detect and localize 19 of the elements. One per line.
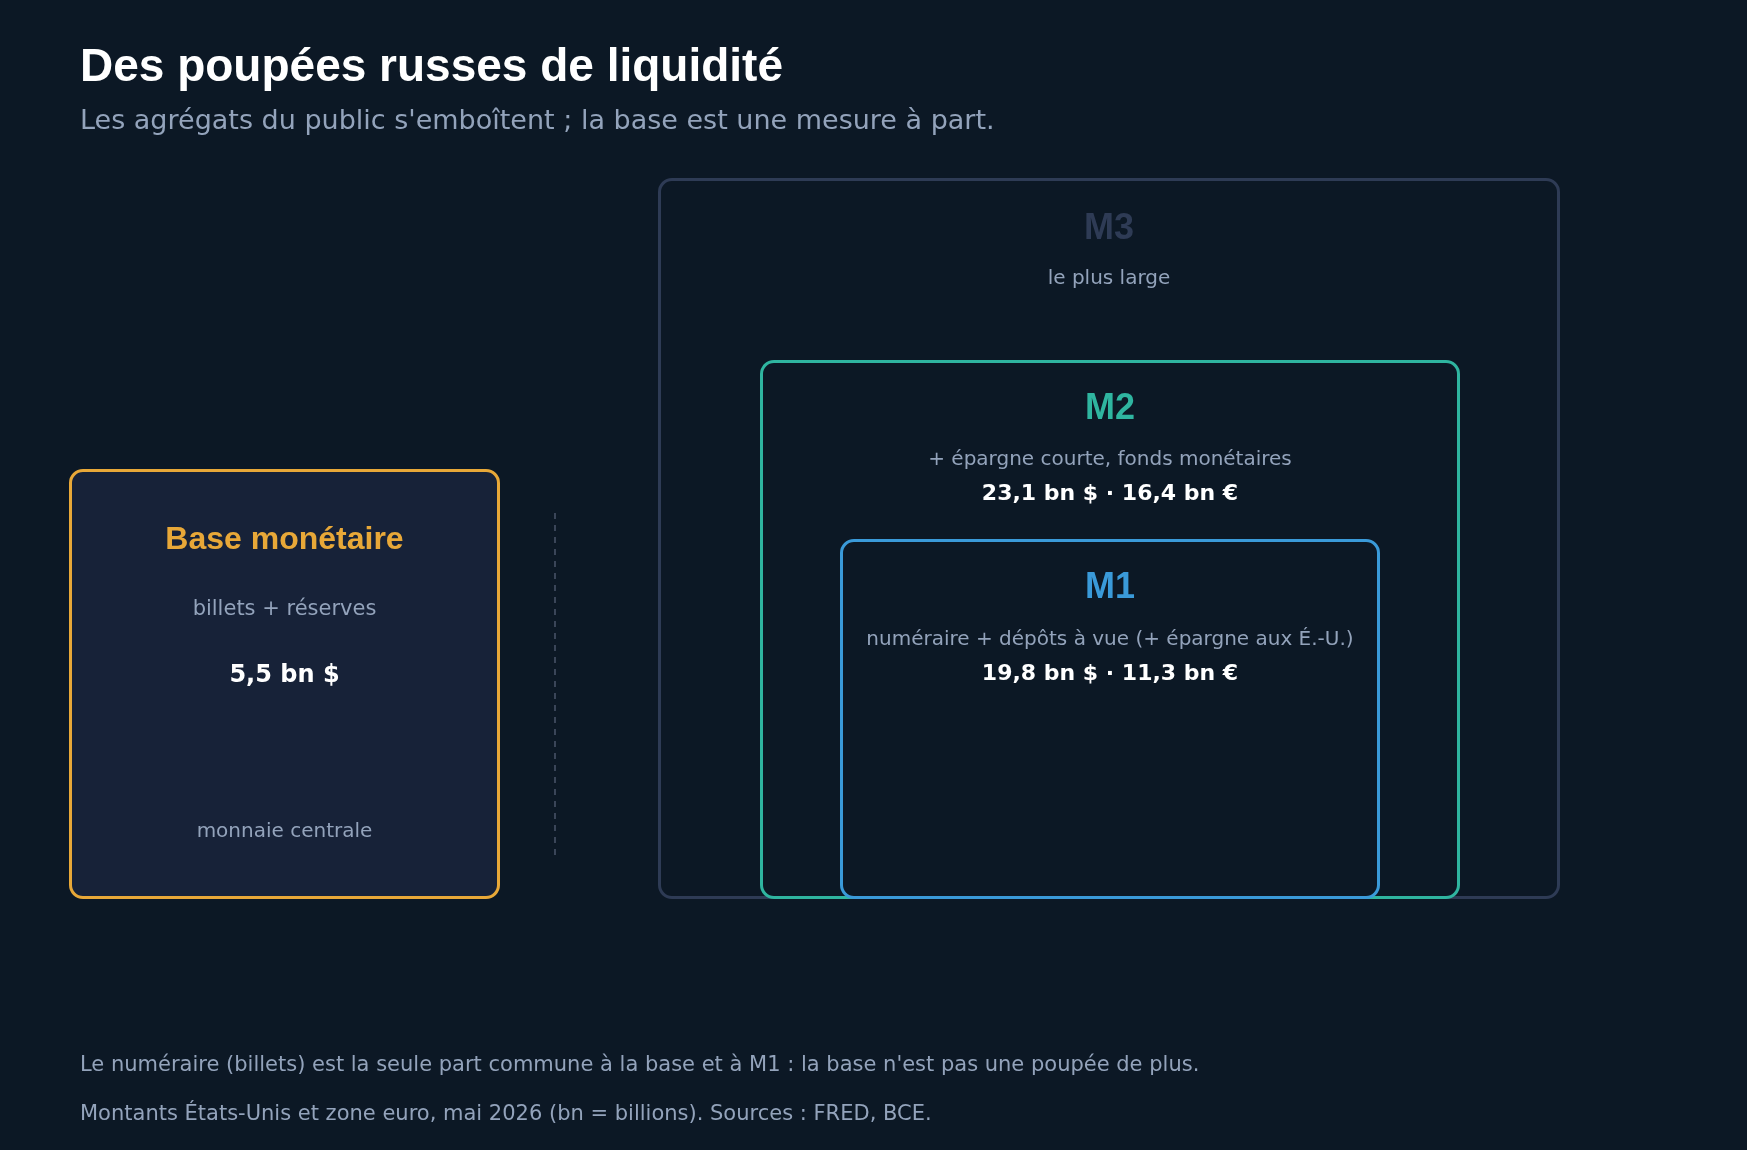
aggregate-box bbox=[840, 539, 1380, 899]
node-title: M2 bbox=[1084, 385, 1136, 428]
node-description: numéraire + dépôts à vue (+ épargne aux É.-U.) bbox=[865, 625, 1355, 650]
node-value: 23,1 bn $ · 16,4 bn € bbox=[980, 480, 1240, 506]
node-description: + épargne courte, fonds monétaires bbox=[927, 445, 1293, 470]
subtitle: Les agrégats du public s'emboîtent ; la base est une mesure à part. bbox=[80, 104, 995, 135]
node-title: Base monétaire bbox=[164, 520, 405, 558]
node-value: 19,8 bn $ · 11,3 bn € bbox=[980, 660, 1240, 686]
node-value: 5,5 bn $ bbox=[228, 660, 341, 689]
aggregate-box bbox=[760, 360, 1460, 899]
node-note: monnaie centrale bbox=[195, 817, 374, 842]
aggregate-box bbox=[69, 469, 500, 899]
node-title: M1 bbox=[1084, 564, 1136, 607]
source-note: Montants États-Unis et zone euro, mai 2026 (bn = billions). Sources : FRED, BCE. bbox=[80, 1101, 932, 1125]
footnote: Le numéraire (billets) est la seule part commune à la base et à M1 : la base n'est pas une poupée de plus. bbox=[80, 1052, 1200, 1076]
aggregate-box bbox=[658, 178, 1560, 899]
title: Des poupées russes de liquidité bbox=[80, 38, 783, 92]
node-description: le plus large bbox=[1046, 264, 1172, 289]
node-description: billets + réserves bbox=[191, 595, 378, 620]
